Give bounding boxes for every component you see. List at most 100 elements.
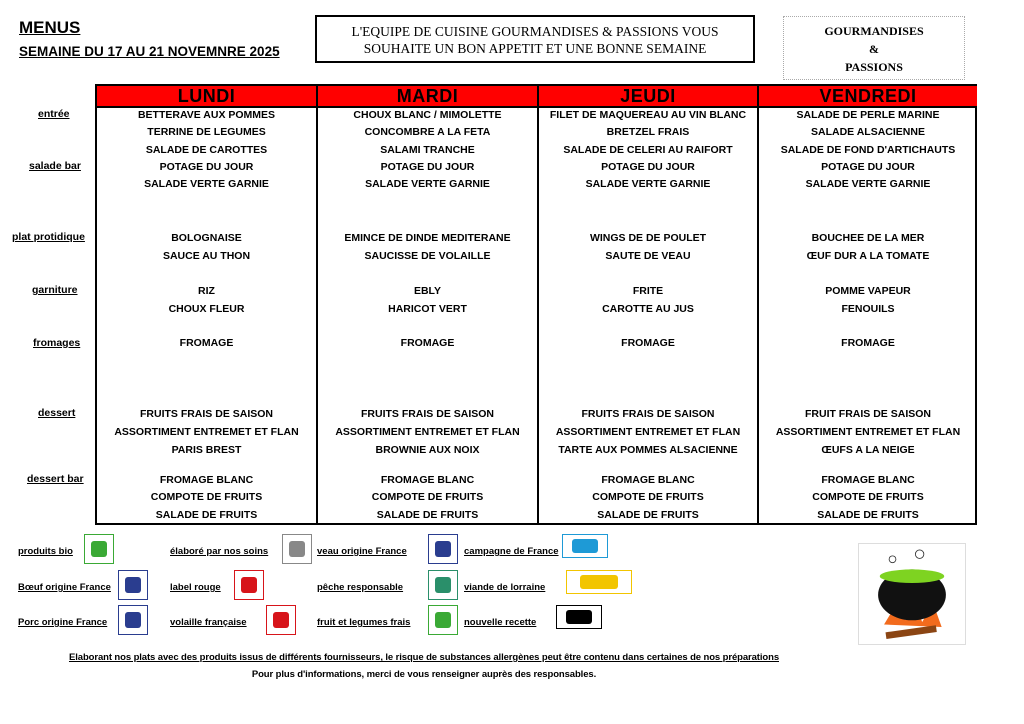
menu-item: PARIS BREST	[171, 444, 242, 456]
menu-item: SALADE DE PERLE MARINE	[796, 109, 940, 121]
row-label: salade bar	[29, 160, 81, 172]
menu-item: ŒUF DUR A LA TOMATE	[806, 250, 930, 262]
menu-item: HARICOT VERT	[388, 303, 467, 315]
menu-item: SALAMI TRANCHE	[380, 144, 475, 156]
logo-mark-icon	[90, 540, 108, 558]
row-label: plat protidique	[12, 231, 85, 243]
menu-item: EMINCE DE DINDE MEDITERANE	[344, 232, 511, 244]
menu-item: ASSORTIMENT ENTREMET ET FLAN	[775, 426, 961, 438]
legend-label: nouvelle recette	[464, 617, 537, 628]
menu-item: COMPOTE DE FRUITS	[812, 491, 924, 503]
logo-mark-icon	[272, 611, 290, 629]
menu-item: RIZ	[198, 285, 215, 297]
menu-item: POTAGE DU JOUR	[380, 161, 475, 173]
row-label: dessert	[38, 407, 76, 419]
menu-item: COMPOTE DE FRUITS	[150, 491, 263, 503]
legend-label: Bœuf origine France	[18, 582, 111, 593]
welcome-banner: L'EQUIPE DE CUISINE GOURMANDISES & PASSI…	[315, 15, 755, 63]
legend-label: veau origine France	[317, 546, 407, 557]
row-label: garniture	[32, 284, 78, 296]
menu-item: TARTE AUX POMMES ALSACIENNE	[558, 444, 738, 456]
legend-label: volaille française	[170, 617, 247, 628]
label-logo-icon	[562, 534, 608, 558]
menu-item: FRUITS FRAIS DE SAISON	[139, 408, 273, 420]
logo-mark-icon	[434, 611, 452, 629]
cauldron-illustration	[858, 543, 966, 645]
menu-item: FRUIT FRAIS DE SAISON	[804, 408, 931, 420]
label-logo-icon	[118, 605, 148, 635]
menu-item: FRUITS FRAIS DE SAISON	[360, 408, 494, 420]
logo-mark-icon	[565, 610, 593, 624]
menu-item: FROMAGE	[841, 337, 895, 349]
week-label: SEMAINE DU 17 AU 21 NOVEMNRE 2025	[19, 44, 280, 59]
menu-item: POTAGE DU JOUR	[821, 161, 915, 173]
menu-item: SAUTE DE VEAU	[605, 250, 691, 262]
menu-item: SALADE DE FRUITS	[376, 509, 479, 521]
label-logo-icon	[428, 534, 458, 564]
menu-item: BOLOGNAISE	[171, 232, 242, 244]
legend-label: produits bio	[18, 546, 73, 557]
menu-item: SALADE DE CAROTTES	[145, 144, 268, 156]
menu-item: FILET DE MAQUEREAU AU VIN BLANC	[549, 109, 747, 121]
menu-item: CAROTTE AU JUS	[602, 303, 694, 315]
label-logo-icon	[428, 570, 458, 600]
menu-item: ASSORTIMENT ENTREMET ET FLAN	[335, 426, 520, 438]
menu-item: SAUCE AU THON	[162, 250, 251, 262]
menu-item: CHOUX BLANC / MIMOLETTE	[353, 109, 502, 121]
menu-item: FRUITS FRAIS DE SAISON	[581, 408, 715, 420]
day-header: VENDREDI	[759, 86, 977, 108]
menu-item: POMME VAPEUR	[825, 285, 911, 297]
menu-item: FROMAGE	[400, 337, 455, 349]
menu-item: FROMAGE BLANC	[380, 474, 475, 486]
label-logo-icon	[84, 534, 114, 564]
menu-item: SALADE VERTE GARNIE	[365, 178, 490, 190]
banner-line: L'EQUIPE DE CUISINE GOURMANDISES & PASSI…	[351, 24, 719, 39]
logo-text: GOURMANDISES	[824, 24, 924, 38]
menu-item: FROMAGE BLANC	[601, 474, 695, 486]
logo-text: PASSIONS	[845, 60, 903, 74]
banner-line: SOUHAITE UN BON APPETIT ET UNE BONNE SEM…	[363, 41, 707, 56]
label-logo-icon	[282, 534, 312, 564]
logo-mark-icon	[579, 575, 619, 589]
menu-item: CONCOMBRE A LA FETA	[364, 126, 491, 138]
label-logo-icon	[118, 570, 148, 600]
menu-item: ŒUFS A LA NEIGE	[821, 444, 915, 456]
menu-item: FROMAGE BLANC	[821, 474, 915, 486]
menu-item: FROMAGE BLANC	[159, 474, 254, 486]
menu-item: SALADE DE FRUITS	[597, 509, 699, 521]
legend-label: label rouge	[170, 582, 221, 593]
label-logo-icon	[266, 605, 296, 635]
legend-label: viande de lorraine	[464, 582, 546, 593]
menu-item: BRETZEL FRAIS	[606, 126, 690, 138]
logo-text: &	[869, 42, 879, 56]
menu-item: FRITE	[632, 285, 664, 297]
legend-label: fruit et legumes frais	[317, 617, 411, 628]
menu-item: SALADE DE FRUITS	[817, 509, 919, 521]
menu-item: SALADE VERTE GARNIE	[144, 178, 269, 190]
legend-label: campagne de France	[464, 546, 559, 557]
label-logo-icon	[428, 605, 458, 635]
logo-mark-icon	[240, 576, 258, 594]
row-label: entrée	[38, 108, 70, 120]
row-label: fromages	[33, 337, 81, 349]
menu-item: POTAGE DU JOUR	[159, 161, 254, 173]
label-logo-icon	[566, 570, 632, 594]
menu-item: SALADE VERTE GARNIE	[805, 178, 931, 190]
menu-item: ASSORTIMENT ENTREMET ET FLAN	[555, 426, 741, 438]
menu-item: CHOUX FLEUR	[168, 303, 245, 315]
day-header: MARDI	[318, 86, 537, 108]
menu-item: COMPOTE DE FRUITS	[592, 491, 704, 503]
menu-item: EBLY	[413, 285, 442, 297]
label-logo-icon	[556, 605, 602, 629]
label-logo-icon	[234, 570, 264, 600]
logo-mark-icon	[124, 576, 142, 594]
logo-mark-icon	[434, 540, 452, 558]
page-title: MENUS	[19, 18, 81, 37]
info-notice: Pour plus d'informations, merci de vous …	[251, 669, 597, 680]
menu-item: BOUCHEE DE LA MER	[811, 232, 925, 244]
